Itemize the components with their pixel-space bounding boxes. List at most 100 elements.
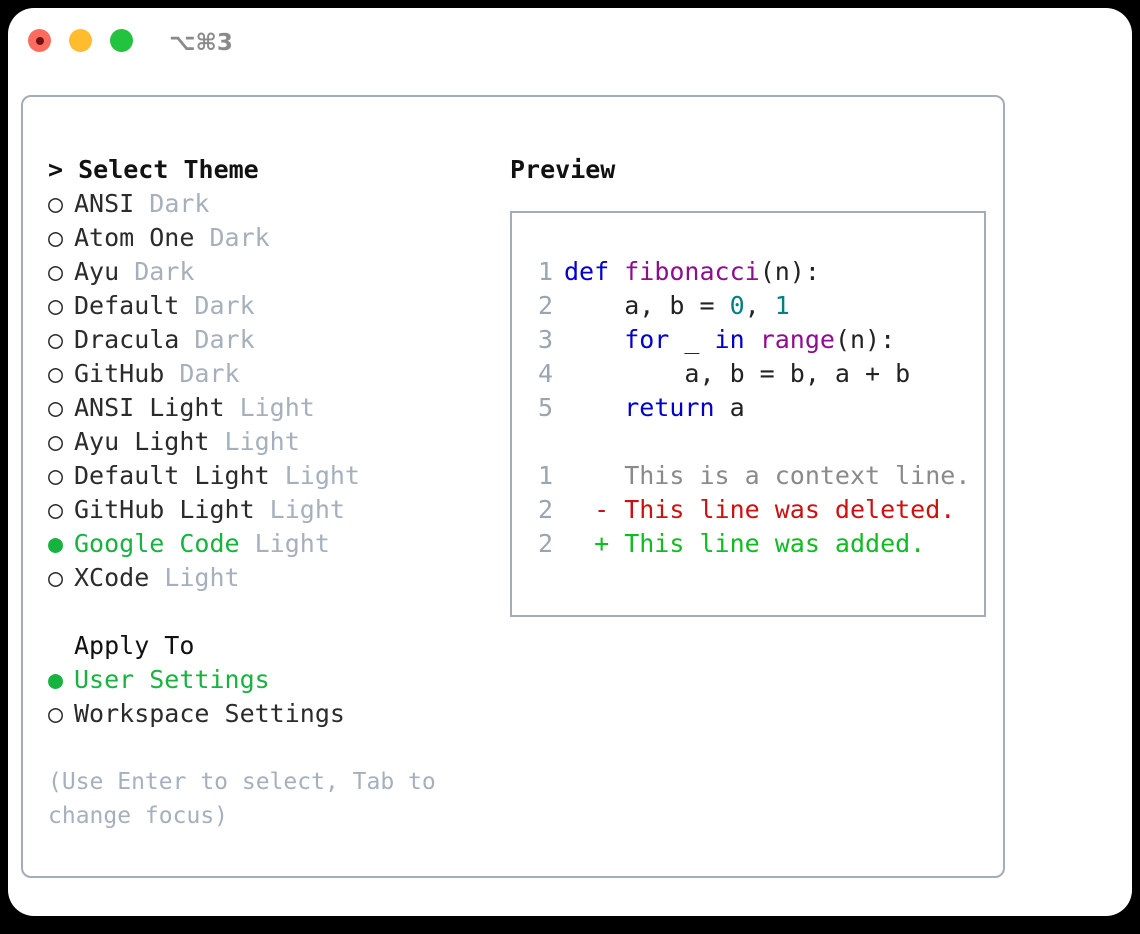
theme-option-default-light[interactable]: ○Default Light Light (48, 459, 478, 493)
theme-option-kind: Dark (194, 325, 255, 354)
radio-unselected-icon: ○ (48, 563, 64, 592)
code-token: a, b = (564, 291, 730, 320)
theme-dialog: > Select Theme ○ANSI Dark○Atom One Dark○… (21, 95, 1005, 878)
theme-option-google-code[interactable]: ● Google Code Light (48, 527, 478, 561)
radio-unselected-icon: ○ (48, 359, 64, 388)
theme-option-label: GitHub (74, 359, 180, 388)
code-token (745, 325, 760, 354)
theme-option-label: ANSI (74, 189, 150, 218)
code-line: 2 a, b = 0, 1 (525, 289, 984, 323)
theme-option-kind: Dark (134, 257, 195, 286)
diff-line-text: This is a context line. (564, 461, 971, 490)
panel-spacer (48, 595, 478, 629)
theme-option-kind: Dark (209, 223, 270, 252)
code-token: 1 (774, 291, 790, 320)
theme-option-label: Default (74, 291, 195, 320)
code-line-text: for _ in range(n): (564, 325, 895, 354)
code-token: , (744, 291, 775, 320)
traffic-lights (28, 29, 133, 52)
minimize-button[interactable] (69, 29, 92, 52)
apply-to-option-workspace-settings[interactable]: ○ Workspace Settings (48, 697, 478, 731)
diff-line: 2 - This line was deleted. (525, 493, 984, 527)
apply-to-option-list[interactable]: ●User Settings○ Workspace Settings (48, 663, 478, 731)
theme-option-dracula[interactable]: ○ Dracula Dark (48, 323, 478, 357)
code-token: in (714, 325, 745, 354)
diff-line-number: 1 (537, 461, 553, 490)
preview-heading: Preview (510, 155, 616, 184)
theme-option-ansi[interactable]: ○ ANSI Dark (48, 187, 478, 221)
title-bar: ⌥⌘3 (8, 8, 1132, 86)
radio-unselected-icon: ○ (48, 427, 64, 456)
theme-panel: > Select Theme ○ANSI Dark○Atom One Dark○… (48, 153, 478, 833)
hint-spacer (48, 731, 478, 765)
apply-to-option-label: User Settings (74, 665, 270, 694)
radio-selected-icon: ● (48, 529, 64, 558)
code-line: 4 a, b = b, a + b (525, 357, 984, 391)
theme-option-kind: Light (164, 563, 240, 592)
code-line-text: def fibonacci(n): (564, 257, 820, 286)
code-token: a (714, 393, 745, 422)
diff-line-number: 2 (537, 495, 553, 524)
theme-option-ayu[interactable]: ○Ayu Dark (48, 255, 478, 289)
theme-option-label: Dracula (74, 325, 195, 354)
code-line-number: 2 (537, 291, 553, 320)
radio-unselected-icon: ○ (48, 495, 64, 524)
theme-option-ansi-light[interactable]: ○ ANSI Light Light (48, 391, 478, 425)
code-line-text: a, b = b, a + b (564, 359, 910, 388)
radio-unselected-icon: ○ (48, 699, 64, 728)
theme-option-label: Atom One (74, 223, 210, 252)
diff-line: 1 This is a context line. (525, 459, 984, 493)
radio-unselected-icon: ○ (48, 189, 64, 218)
radio-unselected-icon: ○ (48, 461, 64, 490)
theme-option-label: GitHub Light (74, 495, 270, 524)
theme-option-label: Ayu (74, 257, 135, 286)
theme-option-github-light[interactable]: ○GitHub Light Light (48, 493, 478, 527)
theme-option-kind: Dark (149, 189, 210, 218)
apply-to-heading: Apply To (74, 631, 195, 660)
theme-option-atom-one[interactable]: ○ Atom One Dark (48, 221, 478, 255)
code-line-text: a, b = 0, 1 (564, 291, 790, 320)
theme-option-label: XCode (74, 563, 165, 592)
app-window: ⌥⌘3 > Select Theme ○ ANSI Dark ○ Atom One D… (8, 8, 1132, 916)
apply-to-option-label: Workspace Settings (74, 699, 345, 728)
keyboard-hint: (Use Enter to select, Tab to change focu… (48, 769, 436, 829)
select-theme-heading: > Select Theme (48, 155, 259, 184)
radio-unselected-icon: ○ (48, 393, 64, 422)
maximize-button[interactable] (110, 29, 133, 52)
theme-option-kind: Light (284, 461, 360, 490)
close-button[interactable] (28, 29, 51, 52)
code-diff-spacer (525, 425, 984, 459)
radio-unselected-icon: ○ (48, 223, 64, 252)
theme-option-default[interactable]: ○ Default Dark (48, 289, 478, 323)
theme-option-kind: Light (254, 529, 330, 558)
apply-to-option-user-settings[interactable]: ●User Settings (48, 663, 478, 697)
theme-option-github[interactable]: ○GitHub Dark (48, 357, 478, 391)
radio-unselected-icon: ○ (48, 325, 64, 354)
code-line-number: 4 (537, 359, 553, 388)
theme-option-kind: Dark (194, 291, 255, 320)
diff-line: 2 + This line was added. (525, 527, 984, 561)
code-token: _ (669, 325, 715, 354)
theme-option-xcode[interactable]: ○ XCode Light (48, 561, 478, 595)
theme-option-ayu-light[interactable]: ○Ayu Light Light (48, 425, 478, 459)
code-line: 5 return a (525, 391, 984, 425)
radio-unselected-icon: ○ (48, 291, 64, 320)
theme-option-kind: Light (239, 393, 315, 422)
code-token: (n): (834, 325, 896, 354)
window-title: ⌥⌘3 (169, 30, 233, 56)
code-line-number: 3 (537, 325, 553, 354)
diff-line-text: + This line was added. (564, 529, 926, 558)
theme-option-label: Google Code (74, 529, 255, 558)
theme-option-list[interactable]: ○ANSI Dark○Atom One Dark○Ayu Dark○Defaul… (48, 187, 478, 595)
code-token: 0 (729, 291, 745, 320)
code-token: (n): (759, 257, 820, 286)
code-token: range (759, 325, 835, 354)
code-token: return (564, 393, 715, 422)
code-line: 3 for _ in range(n): (525, 323, 984, 357)
code-token: fibonacci (624, 257, 760, 286)
code-line-number: 5 (537, 393, 553, 422)
theme-option-label: ANSI Light (74, 393, 240, 422)
